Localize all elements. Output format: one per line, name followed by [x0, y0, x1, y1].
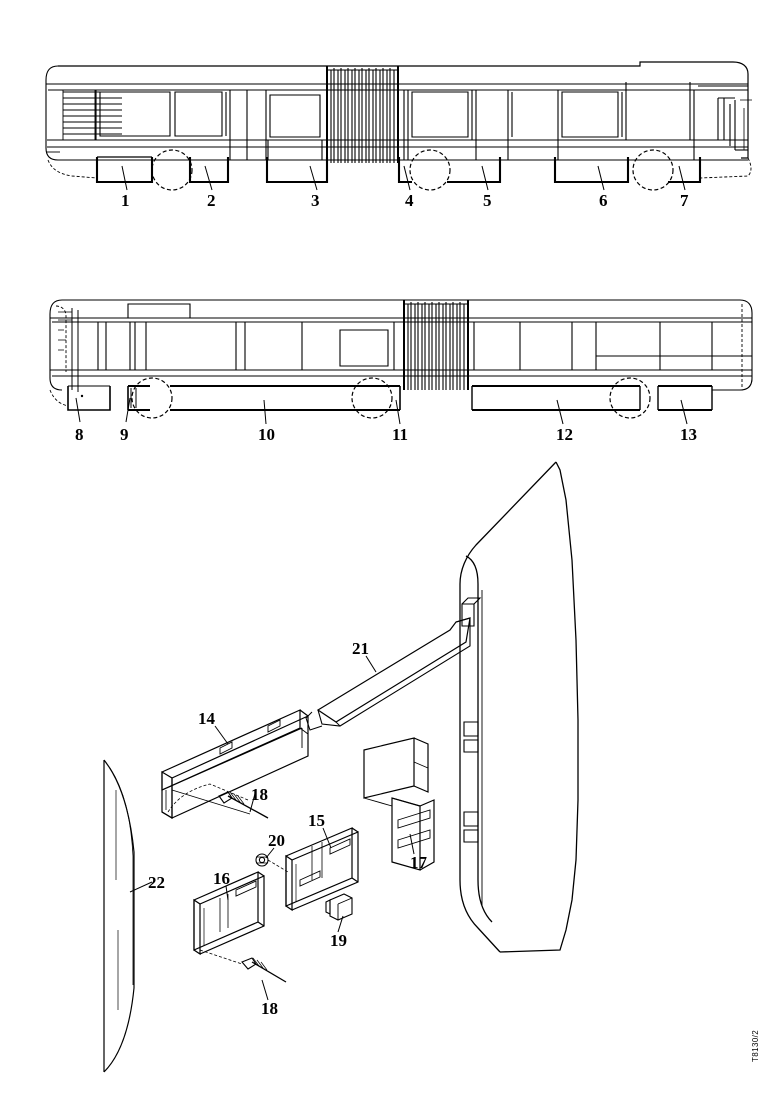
callout-leader	[265, 847, 275, 859]
callout-label-2: 2	[207, 191, 216, 210]
callout-group-view1: 1 2 3 4 5 6 7	[121, 165, 689, 210]
callout-leader	[214, 725, 229, 745]
callout-leader	[75, 397, 81, 423]
callout-leader	[365, 655, 377, 673]
callout-leader	[678, 165, 686, 191]
callout-leader	[481, 165, 489, 191]
callout-leader	[309, 165, 318, 191]
callout-leader	[125, 397, 131, 423]
callout-label-4: 4	[405, 191, 414, 210]
callout-label-5: 5	[483, 191, 492, 210]
part-22-trim-strip	[103, 759, 135, 1073]
callout-label-3: 3	[311, 191, 320, 210]
callout-label-17: 17	[410, 853, 428, 872]
callout-label-18-upper: 18	[251, 785, 268, 804]
callout-label-20: 20	[268, 831, 285, 850]
callout-label-12: 12	[556, 425, 573, 444]
callout-label-13: 13	[680, 425, 697, 444]
callout-label-6: 6	[599, 191, 608, 210]
callout-label-15: 15	[308, 811, 325, 830]
callout-leader	[395, 399, 401, 425]
callout-label-8: 8	[75, 425, 84, 444]
callout-label-21: 21	[352, 639, 369, 658]
callout-leader	[249, 789, 257, 813]
callout-label-19: 19	[330, 931, 347, 950]
callout-label-11: 11	[392, 425, 408, 444]
callout-leader	[403, 165, 411, 191]
callout-leader	[556, 399, 564, 425]
callout-group-view3: 14 15 16 17 18 18 19 20 21 22	[129, 639, 428, 1018]
callout-leader	[129, 881, 153, 893]
callout-leader	[337, 915, 344, 933]
callout-label-1: 1	[121, 191, 130, 210]
callout-label-10: 10	[258, 425, 275, 444]
part-21-reinforcement-bar	[305, 617, 471, 731]
callout-leader	[225, 885, 229, 901]
callout-leader	[121, 165, 128, 191]
callout-leader	[263, 399, 267, 425]
part-15-access-flap	[285, 827, 359, 912]
callout-label-7: 7	[680, 191, 689, 210]
callout-leader	[322, 827, 332, 849]
part-19-catch	[325, 893, 353, 921]
part-18-screw-lower	[199, 949, 287, 983]
part-17-bracket	[363, 737, 435, 871]
part-20-grommet	[255, 853, 289, 873]
callout-group-view2: 8 9 10 11 12 13	[75, 397, 697, 444]
shell-mount-clips	[461, 597, 482, 843]
callout-label-18-lower: 18	[261, 999, 278, 1018]
callout-label-9: 9	[120, 425, 129, 444]
part-16-access-flap-lower	[193, 871, 265, 956]
callout-label-22: 22	[148, 873, 165, 892]
callout-leader	[409, 833, 415, 855]
part-14-skirt-panel	[161, 709, 309, 820]
part-18-screw-upper	[218, 791, 269, 819]
callout-leader	[261, 979, 269, 1001]
part-body-shell	[459, 461, 579, 953]
callout-leader	[204, 165, 213, 191]
sheet-reference-code: T8130/2	[751, 1030, 760, 1062]
callout-label-16: 16	[213, 869, 230, 888]
callout-leader	[680, 399, 688, 425]
callout-leader	[597, 165, 605, 191]
callout-label-14: 14	[198, 709, 216, 728]
